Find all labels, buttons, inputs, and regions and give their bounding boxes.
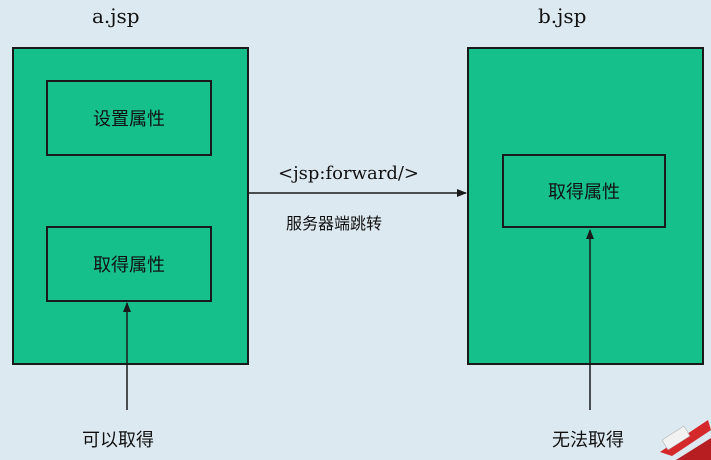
logo-corner-icon (660, 420, 711, 460)
page-b-box: 取得属性 (467, 47, 704, 365)
forward-tag-label: <jsp:forward/> (278, 163, 420, 184)
page-b-get-attribute-box: 取得属性 (502, 154, 666, 228)
page-b-get-attribute-label: 取得属性 (548, 182, 620, 203)
page-a-get-attribute-box: 取得属性 (46, 226, 212, 302)
page-a-set-attribute-label: 设置属性 (93, 109, 165, 130)
page-b-title: b.jsp (538, 4, 587, 28)
page-a-get-attribute-label: 取得属性 (93, 255, 165, 276)
page-b-note: 无法取得 (552, 430, 624, 451)
page-a-box: 设置属性 取得属性 (12, 47, 249, 365)
page-a-title: a.jsp (92, 4, 140, 28)
page-a-set-attribute-box: 设置属性 (46, 80, 212, 156)
server-redirect-label: 服务器端跳转 (286, 214, 383, 233)
page-a-note: 可以取得 (82, 430, 154, 451)
